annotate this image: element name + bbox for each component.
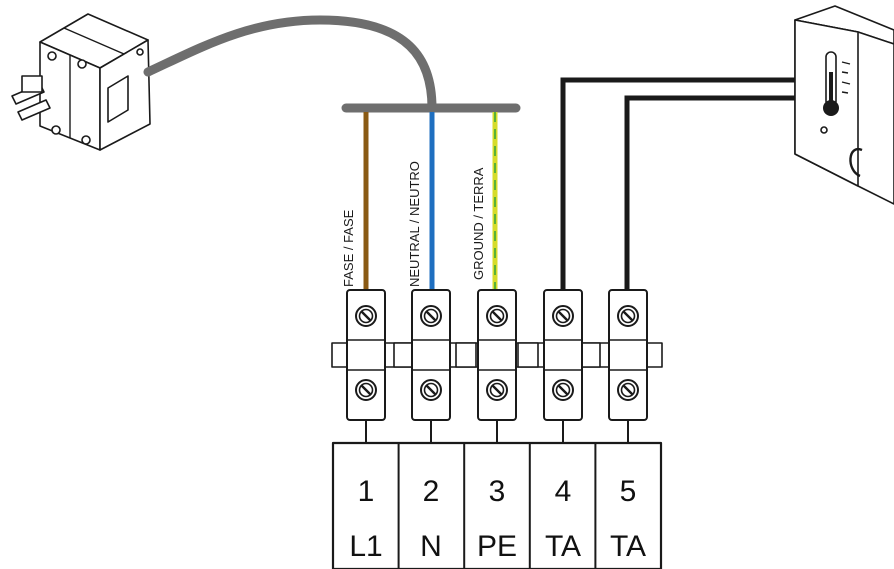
terminal-1-top-screw-icon bbox=[355, 305, 377, 327]
thermostat-wire-a bbox=[560, 77, 800, 292]
terminal-1-number: 1 bbox=[358, 475, 375, 508]
terminal-3-bottom-screw-icon bbox=[486, 379, 508, 401]
terminal-connector-2 bbox=[411, 289, 451, 421]
terminal-2-label: N bbox=[420, 530, 442, 563]
terminal-connector-3 bbox=[477, 289, 517, 421]
terminal-4-number: 4 bbox=[555, 475, 572, 508]
terminal-4-bottom-screw-icon bbox=[552, 379, 574, 401]
terminal-leads bbox=[365, 420, 629, 443]
terminal-5-label: TA bbox=[610, 530, 646, 563]
terminal-3-number: 3 bbox=[489, 475, 506, 508]
terminal-4-label: TA bbox=[545, 530, 581, 563]
terminal-1-bottom-screw-icon bbox=[355, 379, 377, 401]
ground-wire-label: GROUND / TERRA bbox=[471, 167, 486, 280]
terminal-connector-4 bbox=[543, 289, 583, 421]
supply-cable bbox=[143, 15, 437, 113]
terminal-5-number: 5 bbox=[620, 475, 637, 508]
terminal-2-number: 2 bbox=[423, 475, 440, 508]
terminal-connector-5 bbox=[608, 289, 648, 421]
terminal-2-bottom-screw-icon bbox=[420, 379, 442, 401]
terminal-3-label: PE bbox=[477, 530, 517, 563]
terminal-connector-1 bbox=[346, 289, 386, 421]
phase-wire-label: FASE / FASE bbox=[341, 209, 356, 287]
terminal-5-top-screw-icon bbox=[617, 305, 639, 327]
thermostat-icon bbox=[794, 5, 894, 205]
neutral-wire-label: NEUTRAL / NEUTRO bbox=[407, 161, 422, 287]
terminal-1-label: L1 bbox=[349, 530, 382, 563]
terminal-3-top-screw-icon bbox=[486, 305, 508, 327]
terminal-2-top-screw-icon bbox=[420, 305, 442, 327]
thermostat-wire-b bbox=[624, 95, 800, 292]
circuit-breaker-icon bbox=[11, 13, 151, 151]
terminal-4-top-screw-icon bbox=[552, 305, 574, 327]
terminal-5-bottom-screw-icon bbox=[617, 379, 639, 401]
terminal-label-block: 1 2 3 4 5 L1 N PE TA TA bbox=[331, 441, 663, 569]
